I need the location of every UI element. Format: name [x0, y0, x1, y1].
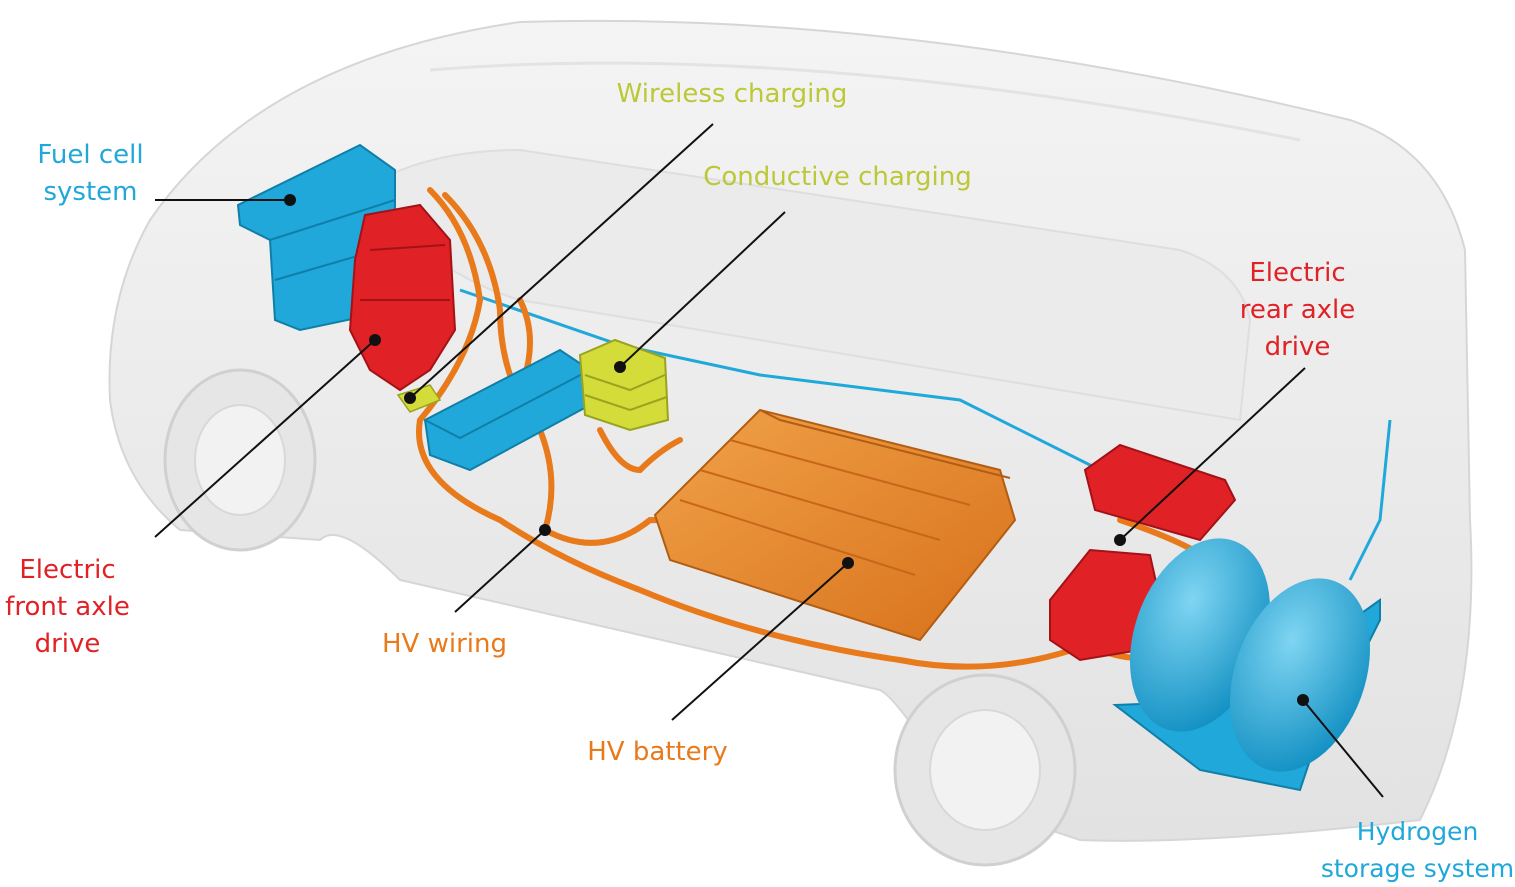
label-hv-battery: HV battery — [587, 737, 728, 767]
label-hydrogen-storage-system: Hydrogen storage system — [1320, 817, 1515, 883]
hydrogen-feed — [1348, 419, 1392, 581]
leader-lines — [154, 123, 1384, 798]
leader-dots — [284, 194, 1309, 706]
label-electric-rear-axle-drive: Electric rear axle drive — [1239, 258, 1356, 362]
rear-wheel — [893, 673, 1077, 867]
label-wireless-charging: Wireless charging — [616, 79, 848, 109]
label-hv-wiring: HV wiring — [382, 629, 507, 659]
onboard-charger — [578, 338, 670, 432]
hv-battery-pack — [653, 408, 1017, 642]
label-conductive-charging: Conductive charging — [703, 162, 972, 192]
rear-axle-electronics — [1083, 443, 1237, 542]
label-fuel-cell-system: Fuel cell system — [37, 140, 144, 207]
label-electric-front-axle-drive: Electric front axle drive — [5, 555, 130, 659]
hydrogen-tanks — [1112, 538, 1381, 792]
roof-line — [429, 61, 1301, 142]
